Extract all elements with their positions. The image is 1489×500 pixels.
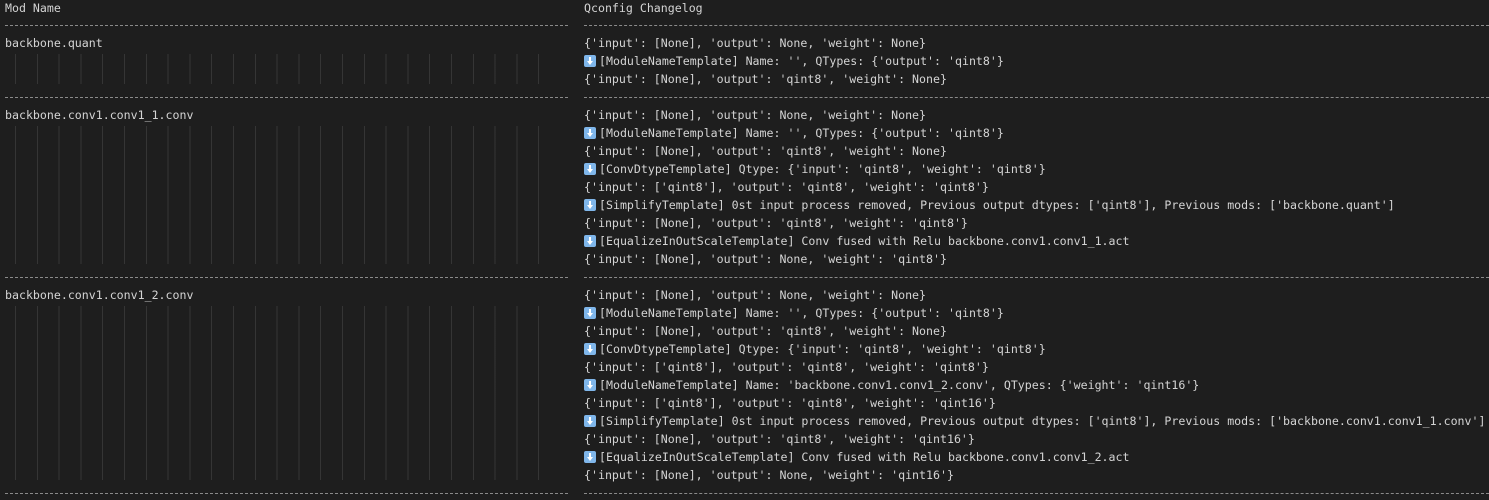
down-arrow-icon — [584, 199, 596, 211]
changelog-template-line: [EqualizeInOutScaleTemplate] Conv fused … — [584, 232, 1489, 250]
changelog-text: {'input': [None], 'output': 'qint8', 'we… — [584, 324, 947, 338]
changelog-qconfig-line: {'input': [None], 'output': 'qint8', 'we… — [584, 214, 1489, 232]
down-arrow-icon — [584, 163, 596, 175]
mod-name-cell: backbone.quant — [5, 36, 103, 50]
changelog-text: {'input': [None], 'output': None, 'weigh… — [584, 36, 927, 50]
header-mod-name: Mod Name — [5, 1, 61, 15]
changelog-text: [EqualizeInOutScaleTemplate] Conv fused … — [599, 234, 1130, 248]
indent-guides — [15, 306, 555, 480]
changelog-template-line: [EqualizeInOutScaleTemplate] Conv fused … — [584, 448, 1489, 466]
changelog-qconfig-line: {'input': [None], 'output': 'qint8', 'we… — [584, 430, 1489, 448]
changelog-text: {'input': [None], 'output': 'qint8', 'we… — [584, 432, 975, 446]
down-arrow-icon — [584, 415, 596, 427]
mod-name-cell: backbone.conv1.conv1_1.conv — [5, 108, 194, 122]
changelog-text: [ModuleNameTemplate] Name: 'backbone.con… — [599, 378, 1200, 392]
indent-guides — [15, 54, 555, 84]
changelog-text: {'input': [None], 'output': None, 'weigh… — [584, 288, 927, 302]
row-separator — [584, 97, 1489, 98]
changelog-qconfig-line: {'input': [None], 'output': 'qint8', 'we… — [584, 70, 1489, 88]
down-arrow-icon — [584, 379, 596, 391]
mod-name-cell: backbone.conv1.conv1_2.conv — [5, 288, 194, 302]
changelog-template-line: [ModuleNameTemplate] Name: '', QTypes: {… — [584, 124, 1489, 142]
indent-guides — [15, 126, 555, 264]
changelog-qconfig-line: {'input': [None], 'output': None, 'weigh… — [584, 466, 1489, 484]
changelog-text: {'input': [None], 'output': None, 'weigh… — [584, 468, 954, 482]
changelog-text: {'input': ['qint8'], 'output': 'qint8', … — [584, 180, 989, 194]
changelog-template-line: [SimplifyTemplate] 0st input process rem… — [584, 196, 1489, 214]
changelog-template-line: [ConvDtypeTemplate] Qtype: {'input': 'qi… — [584, 160, 1489, 178]
changelog-text: [ModuleNameTemplate] Name: '', QTypes: {… — [599, 126, 1004, 140]
changelog-text: [SimplifyTemplate] 0st input process rem… — [599, 414, 1486, 428]
down-arrow-icon — [584, 235, 596, 247]
down-arrow-icon — [584, 307, 596, 319]
changelog-text: {'input': ['qint8'], 'output': 'qint8', … — [584, 396, 996, 410]
changelog-text: [ModuleNameTemplate] Name: '', QTypes: {… — [599, 306, 1004, 320]
changelog-template-line: [SimplifyTemplate] 0st input process rem… — [584, 412, 1489, 430]
down-arrow-icon — [584, 451, 596, 463]
changelog-qconfig-line: {'input': [None], 'output': 'qint8', 'we… — [584, 142, 1489, 160]
changelog-text: [ConvDtypeTemplate] Qtype: {'input': 'qi… — [599, 162, 1046, 176]
row-separator — [584, 25, 1489, 26]
changelog-qconfig-line: {'input': [None], 'output': None, 'weigh… — [584, 286, 1489, 304]
changelog-text: [ModuleNameTemplate] Name: '', QTypes: {… — [599, 54, 1004, 68]
changelog-text: [SimplifyTemplate] 0st input process rem… — [599, 198, 1395, 212]
row-separator — [584, 493, 1489, 494]
changelog-text: {'input': [None], 'output': 'qint8', 'we… — [584, 144, 947, 158]
changelog-template-line: [ModuleNameTemplate] Name: 'backbone.con… — [584, 376, 1489, 394]
row-separator — [5, 25, 568, 26]
changelog-text: [EqualizeInOutScaleTemplate] Conv fused … — [599, 450, 1130, 464]
down-arrow-icon — [584, 127, 596, 139]
row-separator — [584, 277, 1489, 278]
row-separator — [5, 97, 568, 98]
changelog-qconfig-line: {'input': ['qint8'], 'output': 'qint8', … — [584, 394, 1489, 412]
changelog-qconfig-line: {'input': ['qint8'], 'output': 'qint8', … — [584, 358, 1489, 376]
changelog-template-line: [ModuleNameTemplate] Name: '', QTypes: {… — [584, 52, 1489, 70]
changelog-text: {'input': [None], 'output': 'qint8', 'we… — [584, 216, 968, 230]
row-separator — [5, 277, 568, 278]
header-qconfig-changelog: Qconfig Changelog — [584, 1, 703, 15]
down-arrow-icon — [584, 343, 596, 355]
changelog-text: {'input': [None], 'output': None, 'weigh… — [584, 108, 927, 122]
changelog-qconfig-line: {'input': [None], 'output': None, 'weigh… — [584, 34, 1489, 52]
changelog-text: {'input': [None], 'output': None, 'weigh… — [584, 252, 947, 266]
changelog-qconfig-line: {'input': ['qint8'], 'output': 'qint8', … — [584, 178, 1489, 196]
row-separator — [5, 493, 568, 494]
changelog-text: {'input': ['qint8'], 'output': 'qint8', … — [584, 360, 989, 374]
down-arrow-icon — [584, 55, 596, 67]
changelog-template-line: [ModuleNameTemplate] Name: '', QTypes: {… — [584, 304, 1489, 322]
changelog-text: [ConvDtypeTemplate] Qtype: {'input': 'qi… — [599, 342, 1046, 356]
changelog-text: {'input': [None], 'output': 'qint8', 'we… — [584, 72, 947, 86]
changelog-qconfig-line: {'input': [None], 'output': 'qint8', 'we… — [584, 322, 1489, 340]
changelog-qconfig-line: {'input': [None], 'output': None, 'weigh… — [584, 106, 1489, 124]
changelog-qconfig-line: {'input': [None], 'output': None, 'weigh… — [584, 250, 1489, 268]
changelog-template-line: [ConvDtypeTemplate] Qtype: {'input': 'qi… — [584, 340, 1489, 358]
